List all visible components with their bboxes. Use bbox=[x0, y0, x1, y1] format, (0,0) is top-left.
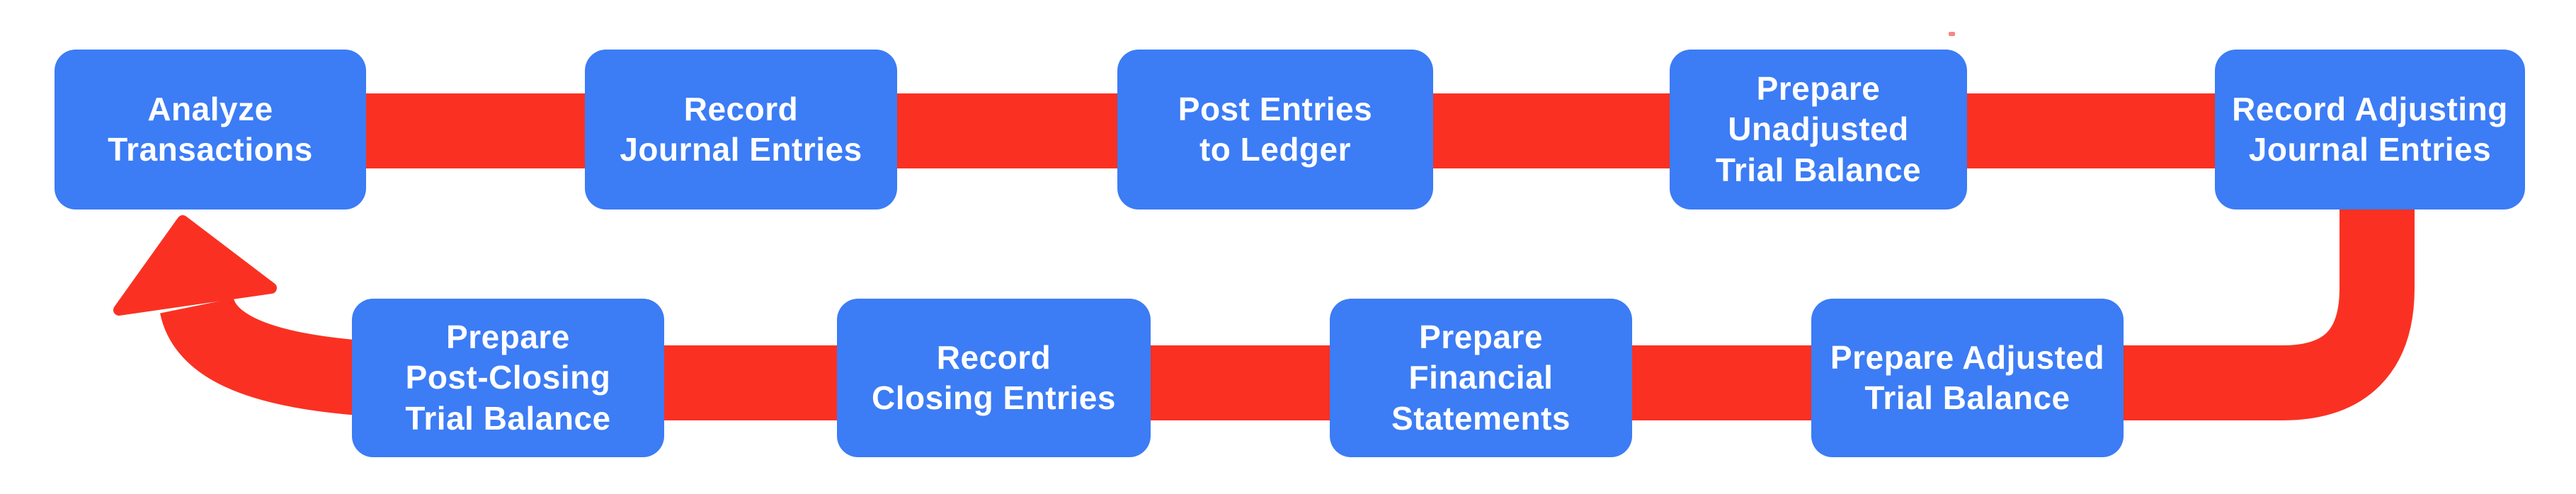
step-label: Record Journal Entries bbox=[620, 90, 862, 168]
step-box-record-closing-entries: Record Closing Entries bbox=[837, 299, 1151, 457]
step-box-prepare-adjusted-trial-balance: Prepare Adjusted Trial Balance bbox=[1811, 299, 2124, 457]
step-label: Analyze Transactions bbox=[108, 90, 313, 168]
step-label: Prepare Post-Closing Trial Balance bbox=[405, 318, 611, 437]
step-box-post-entries-to-ledger: Post Entries to Ledger bbox=[1117, 50, 1433, 209]
red-speck-artifact bbox=[1949, 32, 1955, 36]
step-label: Prepare Unadjusted Trial Balance bbox=[1715, 70, 1922, 188]
step-label: Prepare Financial Statements bbox=[1391, 318, 1571, 437]
step-label: Post Entries to Ledger bbox=[1178, 90, 1373, 168]
step-box-record-adjusting-journal-entries: Record Adjusting Journal Entries bbox=[2215, 50, 2525, 209]
step-label: Prepare Adjusted Trial Balance bbox=[1830, 338, 2105, 416]
step-box-record-journal-entries: Record Journal Entries bbox=[585, 50, 897, 209]
step-label: Record Closing Entries bbox=[872, 338, 1116, 416]
step-box-prepare-financial-statements: Prepare Financial Statements bbox=[1330, 299, 1632, 457]
step-box-prepare-unadjusted-trial-balance: Prepare Unadjusted Trial Balance bbox=[1670, 50, 1967, 209]
step-box-prepare-post-closing-trial-balance: Prepare Post-Closing Trial Balance bbox=[352, 299, 664, 457]
step-box-analyze-transactions: Analyze Transactions bbox=[55, 50, 366, 209]
arrowhead-icon bbox=[113, 215, 277, 316]
step-label: Record Adjusting Journal Entries bbox=[2232, 90, 2508, 168]
